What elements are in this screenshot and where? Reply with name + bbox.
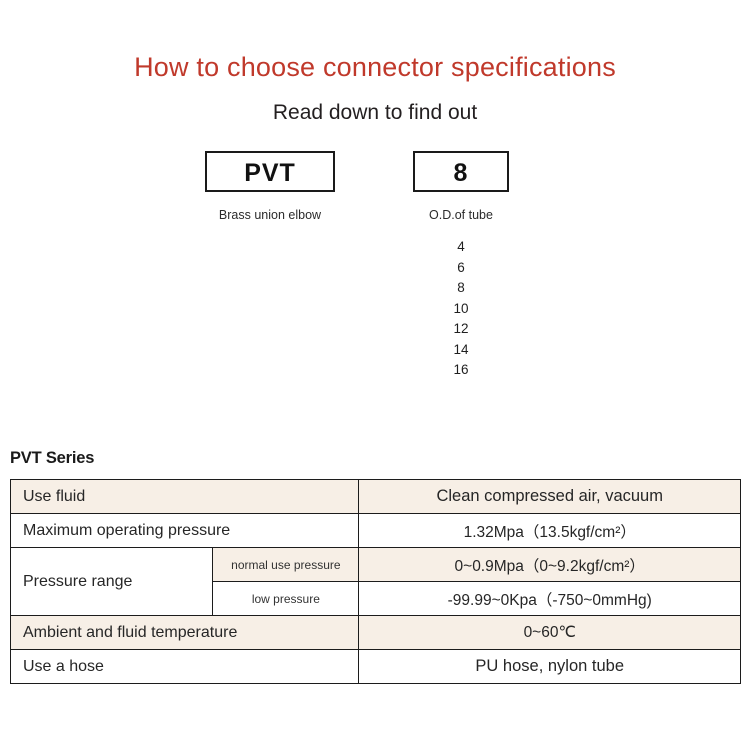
specification-table: Use fluid Clean compressed air, vacuum M… — [9, 479, 741, 684]
tube-size-option[interactable]: 8 — [457, 280, 465, 295]
spec-label: Pressure range — [9, 547, 214, 616]
spec-label: Use fluid — [9, 479, 360, 514]
tube-size-option[interactable]: 12 — [453, 321, 469, 336]
spec-label: Use a hose — [9, 649, 360, 684]
spec-value: -99.99~0Kpa（-750~0mmHg) — [358, 581, 741, 616]
spec-label: Maximum operating pressure — [9, 513, 360, 548]
tube-size-option[interactable]: 6 — [457, 259, 465, 275]
tube-size-option[interactable]: 10 — [453, 300, 469, 316]
spec-sublabel: normal use pressure — [212, 547, 360, 582]
table-row: Pressure range normal use pressure 0~0.9… — [9, 547, 741, 616]
table-row: Ambient and fluid temperature 0~60℃ — [9, 615, 741, 650]
spec-value: 1.32Mpa（13.5kgf/cm²） — [358, 513, 741, 548]
table-row: Maximum operating pressure 1.32Mpa（13.5k… — [9, 513, 741, 548]
page-subtitle: Read down to find out — [272, 101, 478, 124]
selector-column-tube-size: 8 O.D.of tube 4 6 8 10 12 14 16 — [413, 151, 509, 381]
tube-size-option[interactable]: 4 — [457, 239, 465, 254]
spec-table-heading: PVT Series — [10, 449, 95, 467]
table-row: Use a hose PU hose, nylon tube — [9, 649, 741, 684]
tube-size-option[interactable]: 14 — [453, 341, 469, 357]
spec-value: Clean compressed air, vacuum — [358, 479, 741, 514]
spec-value: PU hose, nylon tube — [358, 649, 741, 684]
spec-value: 0~0.9Mpa（0~9.2kgf/cm²） — [358, 547, 741, 582]
table-row: low pressure -99.99~0Kpa（-750~0mmHg) — [11, 581, 741, 616]
spec-sublabel: low pressure — [212, 581, 360, 616]
part-number-selector: PVT Brass union elbow 8 O.D.of tube 4 6 … — [0, 151, 750, 401]
spec-label: Ambient and fluid temperature — [9, 615, 360, 650]
page-header: How to choose connector specifications R… — [0, 0, 750, 126]
tube-size-option-list: 4 6 8 10 12 14 16 — [413, 223, 509, 381]
table-row: Use fluid Clean compressed air, vacuum — [9, 479, 741, 514]
tube-size-caption: O.D.of tube — [429, 208, 493, 222]
page-title: How to choose connector specifications — [134, 52, 616, 82]
selector-column-series: PVT Brass union elbow — [205, 151, 335, 223]
series-code-caption: Brass union elbow — [218, 208, 322, 222]
tube-size-code-box[interactable]: 8 — [413, 151, 509, 192]
series-code-box[interactable]: PVT — [205, 151, 335, 192]
spec-value: 0~60℃ — [358, 615, 741, 650]
tube-size-option[interactable]: 16 — [453, 362, 469, 377]
